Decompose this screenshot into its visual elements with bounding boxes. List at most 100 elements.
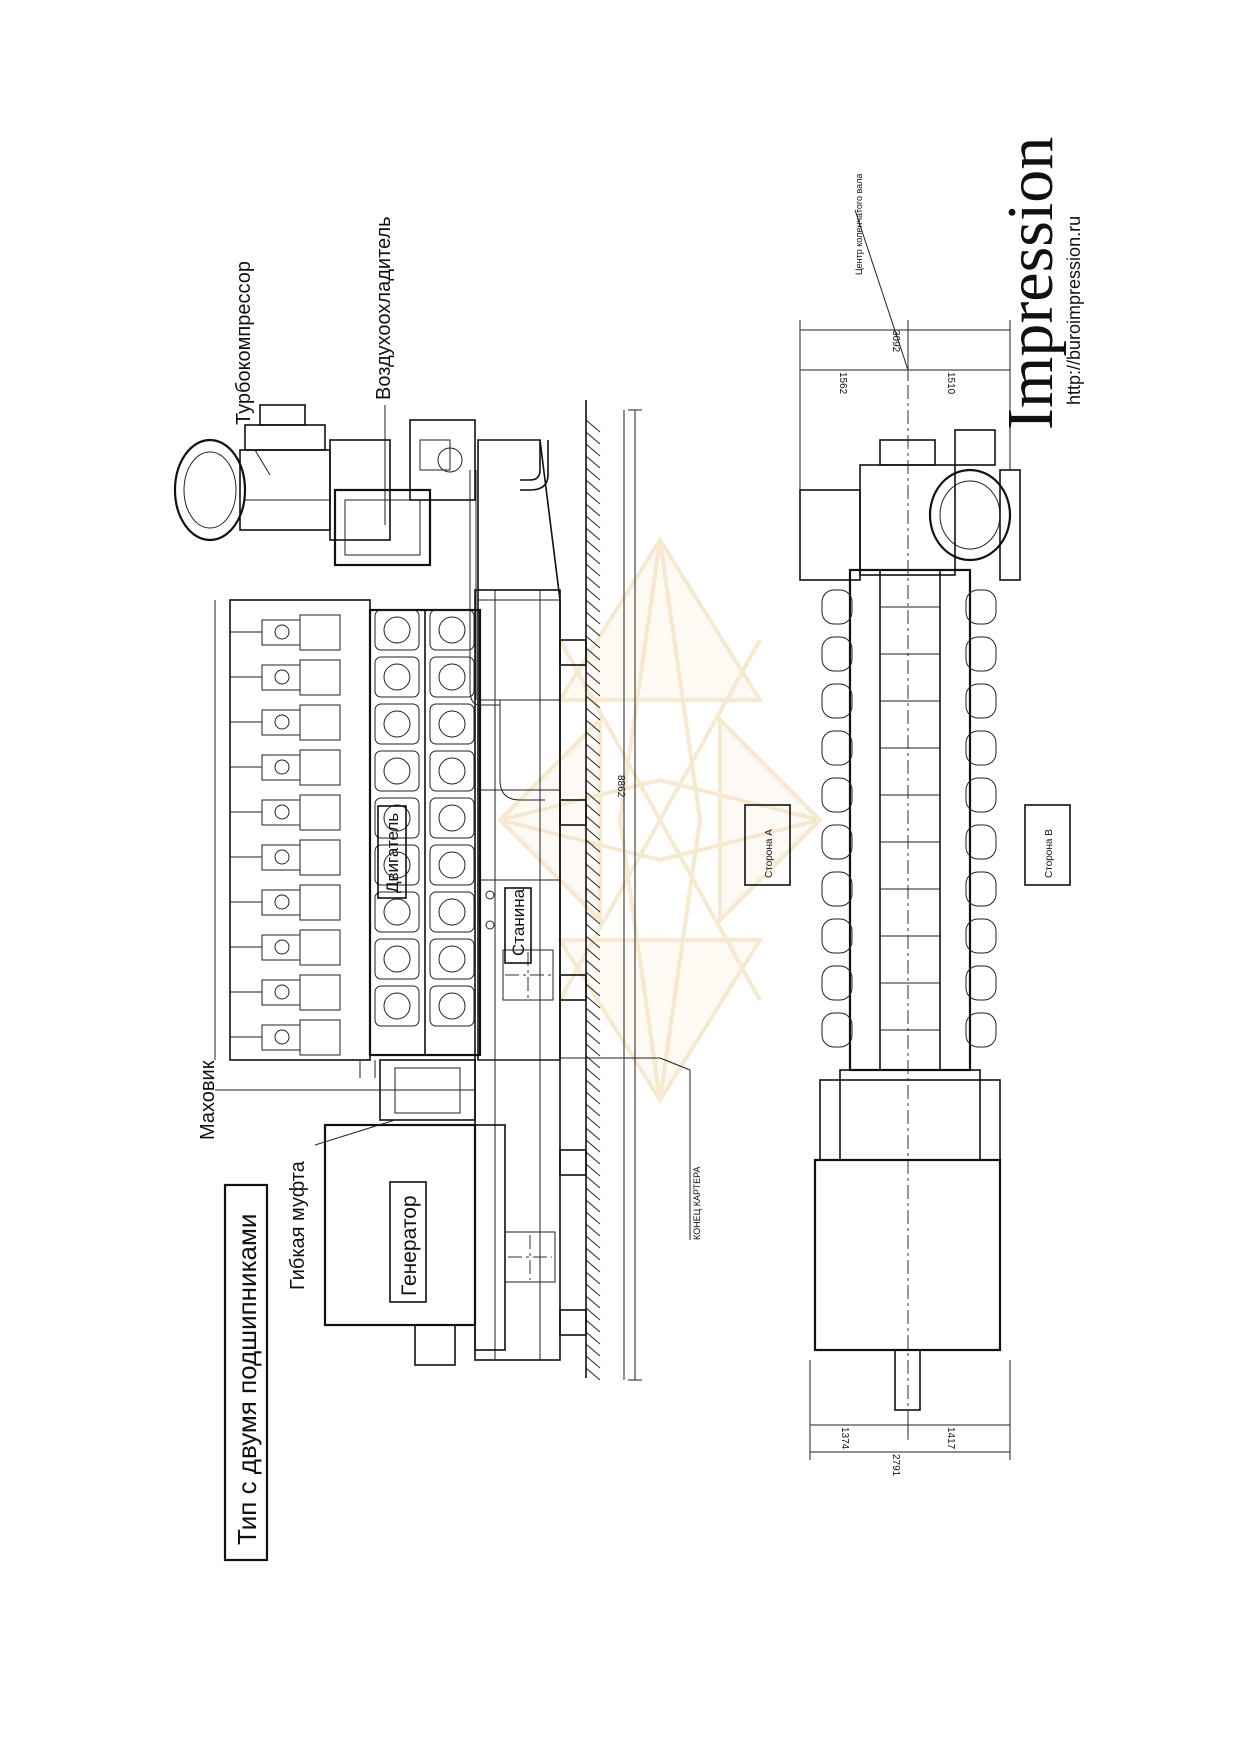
injector-block xyxy=(261,709,301,736)
hatch-line xyxy=(585,695,601,709)
bank-a-cylinder xyxy=(821,683,853,719)
hatch-line xyxy=(585,1139,601,1153)
cylinder-cover xyxy=(429,844,475,886)
cylinder-port xyxy=(383,945,411,973)
hatch-line xyxy=(585,1271,601,1285)
cylinder-cover xyxy=(374,891,420,933)
hatch-line xyxy=(585,995,601,1009)
cylinder-cover xyxy=(374,985,420,1027)
label-turbocharger: Турбокомпрессор xyxy=(233,261,255,425)
hatch-line xyxy=(585,527,601,541)
hatch-line xyxy=(585,935,601,949)
cylinder-head xyxy=(299,929,341,966)
hatch-line xyxy=(585,1307,601,1321)
hatch-line xyxy=(585,983,601,997)
injector-block xyxy=(261,844,301,871)
hatch-line xyxy=(585,827,601,841)
cylinder-head xyxy=(299,704,341,741)
foundation xyxy=(585,400,642,1381)
hatch-line xyxy=(585,779,601,793)
bank-a-cylinder xyxy=(821,777,853,813)
label-generator: Генератор xyxy=(398,1195,421,1296)
injector xyxy=(274,804,290,820)
hatch-line xyxy=(585,563,601,577)
hatch-line xyxy=(585,1103,601,1117)
hatch-line xyxy=(585,863,601,877)
bank-a-cylinder xyxy=(821,636,853,672)
hatch-line xyxy=(585,899,601,913)
cylinder-head xyxy=(299,614,341,651)
hatch-line xyxy=(585,1247,601,1261)
hatch-line xyxy=(585,1211,601,1225)
cylinder-cover xyxy=(374,938,420,980)
air-cooler xyxy=(333,419,476,567)
bank-b-cylinder xyxy=(965,918,997,954)
hatch-line xyxy=(585,431,601,445)
hatch-line xyxy=(585,1151,601,1165)
bank-b-cylinder xyxy=(965,1012,997,1048)
hatch-line xyxy=(585,923,601,937)
flywheel xyxy=(379,1059,476,1121)
cylinder-cover xyxy=(374,750,420,792)
frame-label-box: Станина xyxy=(504,887,532,964)
side-a-box xyxy=(744,804,791,886)
hatch-line xyxy=(585,911,601,925)
label-engine: Двигатель xyxy=(383,813,402,893)
label-frame: Станина xyxy=(509,888,528,956)
generator xyxy=(323,1123,506,1366)
label-side-b: Сторона В xyxy=(1044,829,1055,878)
label-leaders xyxy=(215,405,396,1146)
cylinder-port xyxy=(438,851,466,879)
cylinder-cover xyxy=(374,844,420,886)
bank-b-cylinder xyxy=(965,730,997,766)
cylinder-cover xyxy=(429,891,475,933)
hatch-line xyxy=(585,959,601,973)
dim-length: 8862 xyxy=(615,775,626,798)
cylinder-cover xyxy=(429,609,475,651)
injector-block xyxy=(261,934,301,961)
generator-label-box: Генератор xyxy=(389,1181,427,1303)
label-flywheel: Маховик xyxy=(197,1060,219,1140)
cylinder-port xyxy=(383,992,411,1020)
hatch-line xyxy=(585,539,601,553)
label-coupling: Гибкая муфта xyxy=(287,1160,309,1290)
cylinder-cover xyxy=(374,703,420,745)
cylinder-port xyxy=(438,898,466,926)
cylinder-port xyxy=(438,663,466,691)
cylinder-head xyxy=(299,974,341,1011)
injector-block xyxy=(261,664,301,691)
cylinder-port xyxy=(438,757,466,785)
injector-block xyxy=(261,619,301,646)
bank-a-cylinder xyxy=(821,1012,853,1048)
cylinder-head xyxy=(299,794,341,831)
cylinder-port xyxy=(383,663,411,691)
cylinder-port xyxy=(438,804,466,832)
hatch-line xyxy=(585,467,601,481)
cylinder-port xyxy=(438,710,466,738)
hatch-line xyxy=(585,1223,601,1237)
injector-block xyxy=(261,1024,301,1051)
bank-b-cylinder xyxy=(965,683,997,719)
hatch-line xyxy=(585,1283,601,1297)
hatch-line xyxy=(585,587,601,601)
dim-top-right: 1510 xyxy=(945,372,956,395)
hatch-line xyxy=(585,1127,601,1141)
brand-logo: Impression xyxy=(994,137,1067,430)
hatch-line xyxy=(585,815,601,829)
bank-b-cylinder xyxy=(965,824,997,860)
title-block: Тип с двумя подшипниками xyxy=(223,1183,269,1562)
hatch-line xyxy=(585,1259,601,1273)
hatch-line xyxy=(585,707,601,721)
bank-b-cylinder xyxy=(965,777,997,813)
page-title: Тип с двумя подшипниками xyxy=(232,1214,262,1545)
hatch-line xyxy=(585,683,601,697)
hatch-line xyxy=(585,887,601,901)
hatch-line xyxy=(585,1043,601,1057)
hatch-line xyxy=(585,443,601,457)
cylinder-head xyxy=(299,839,341,876)
hatch-line xyxy=(585,659,601,673)
cylinder-port xyxy=(383,804,411,832)
injector-block xyxy=(261,979,301,1006)
bank-a-cylinder xyxy=(821,730,853,766)
cylinder-port xyxy=(383,616,411,644)
